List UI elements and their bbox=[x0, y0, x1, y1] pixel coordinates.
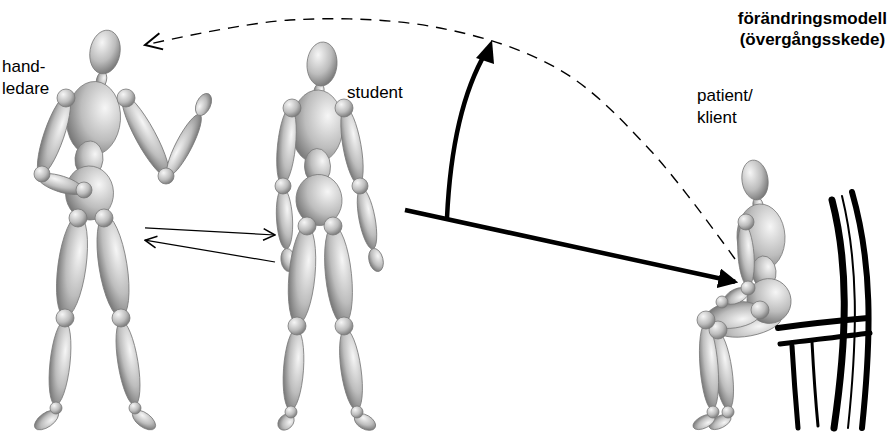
mannequin-joint bbox=[112, 309, 130, 327]
mannequin-head bbox=[86, 28, 123, 77]
chair-stroke bbox=[778, 318, 868, 328]
mannequin-joint bbox=[298, 217, 316, 235]
mannequin-joint bbox=[697, 311, 715, 329]
diagram-title: förändringsmodell (övergångsskede) bbox=[738, 8, 887, 50]
thick-arrow bbox=[447, 52, 486, 218]
figure-label: patient/ klient bbox=[697, 85, 753, 129]
mannequin-part bbox=[284, 224, 319, 325]
mannequin-joint bbox=[751, 301, 769, 319]
chair-stroke bbox=[842, 196, 855, 428]
mannequin-part bbox=[91, 213, 135, 319]
mannequin-joint bbox=[129, 402, 141, 414]
dashed-arrow bbox=[145, 19, 735, 259]
mannequin-head bbox=[306, 41, 339, 87]
mannequin-joint bbox=[275, 178, 291, 194]
mannequin-joint bbox=[158, 168, 174, 184]
mannequin-part bbox=[46, 320, 75, 406]
mannequin-joint bbox=[69, 209, 87, 227]
figure-node: patient/ klient bbox=[735, 145, 880, 430]
mannequin-part bbox=[353, 187, 380, 251]
mannequin-part bbox=[111, 319, 144, 406]
mannequin-joint bbox=[738, 214, 754, 230]
mannequin-joint bbox=[95, 209, 113, 227]
mannequin-joint bbox=[76, 182, 92, 198]
arrow-head bbox=[476, 40, 494, 64]
figure-node: hand- ledare bbox=[2, 20, 145, 430]
mannequin-joint bbox=[57, 89, 75, 107]
mannequin-part bbox=[192, 91, 215, 118]
mannequin-head bbox=[739, 158, 770, 201]
figure-label: hand- ledare bbox=[2, 56, 49, 100]
mannequin-part bbox=[320, 224, 356, 326]
arrow bbox=[145, 240, 275, 262]
mannequin-part bbox=[335, 328, 366, 412]
mannequin-part bbox=[736, 223, 757, 286]
mannequin-joint bbox=[707, 406, 719, 418]
mannequin-joint bbox=[324, 217, 342, 235]
mannequin-part bbox=[274, 107, 300, 186]
mannequin-joint bbox=[56, 309, 74, 327]
mannequin-joint bbox=[283, 99, 301, 117]
mannequin-part bbox=[281, 328, 307, 410]
mannequin-part bbox=[275, 188, 294, 250]
arrow bbox=[405, 210, 735, 282]
mannequin-joint bbox=[34, 166, 50, 182]
mannequin-part bbox=[336, 106, 367, 186]
figure-node: student bbox=[275, 30, 405, 430]
chair-stroke bbox=[812, 342, 818, 426]
mannequin-joint bbox=[117, 89, 135, 107]
chair-sketch bbox=[778, 192, 870, 428]
mannequin-joint bbox=[741, 281, 755, 295]
mannequin-part bbox=[51, 213, 93, 319]
mannequin-layer bbox=[31, 28, 796, 434]
mannequin-joint bbox=[288, 317, 306, 335]
chair-stroke bbox=[792, 346, 798, 428]
chair-stroke bbox=[832, 200, 844, 428]
mannequin-joint bbox=[722, 406, 734, 418]
mannequin-joint bbox=[716, 296, 728, 308]
mannequin-joint bbox=[285, 406, 297, 418]
mannequin-part bbox=[366, 247, 385, 273]
mannequin-joint bbox=[352, 178, 368, 194]
mannequin-joint bbox=[335, 317, 353, 335]
mannequin-joint bbox=[50, 402, 62, 414]
chair-stroke bbox=[780, 333, 870, 344]
figure-label: student bbox=[347, 82, 403, 104]
mannequin-joint bbox=[351, 406, 363, 418]
arrow bbox=[145, 228, 275, 235]
